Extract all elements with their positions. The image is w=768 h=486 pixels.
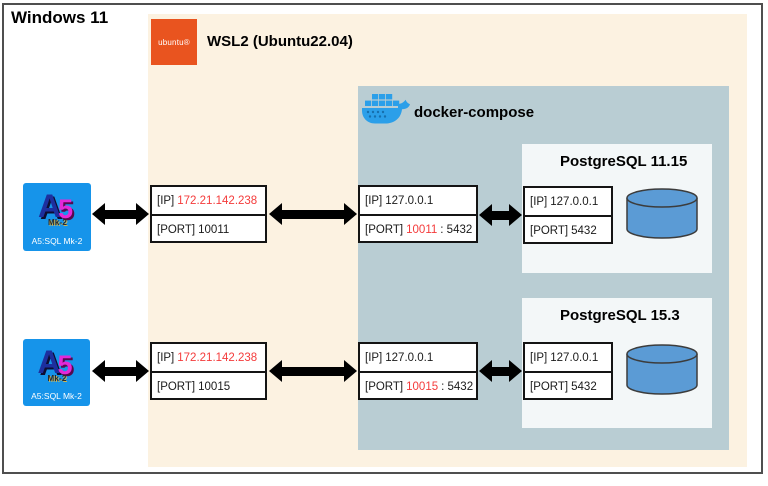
port-cell: [PORT]10015 xyxy=(152,373,265,400)
port-value: 10015 xyxy=(198,380,231,393)
database-cylinder-icon xyxy=(626,188,698,239)
ip-value: 127.0.0.1 xyxy=(550,351,599,364)
database-cylinder-icon xyxy=(626,344,698,395)
ubuntu-logo-text: ubuntu® xyxy=(158,37,190,47)
arrowhead-left xyxy=(479,204,492,226)
a5-logo-letter-a: A xyxy=(37,344,61,380)
arrowhead-left xyxy=(269,360,282,382)
container-port-value: : 5432 xyxy=(440,223,473,236)
arrowhead-right xyxy=(344,360,357,382)
a5sql-logo: A 5 Mk-2 xyxy=(34,344,80,384)
port-value: 5432 xyxy=(571,224,597,237)
a5sql-client-icon: A 5 Mk-2 A5:SQL Mk-2 xyxy=(23,183,91,251)
a5sql-client-icon: A 5 Mk-2 A5:SQL Mk-2 xyxy=(23,339,90,406)
ip-value: 172.21.142.238 xyxy=(177,194,258,207)
ip-label: [IP] xyxy=(530,195,548,208)
port-label: [PORT] xyxy=(530,380,569,393)
ip-label: [IP] xyxy=(530,351,548,364)
a5sql-logo: A 5 Mk-2 xyxy=(34,188,80,228)
ip-label: [IP] xyxy=(157,351,175,364)
ip-value: 172.21.142.238 xyxy=(177,351,258,364)
double-arrow xyxy=(479,204,522,226)
port-label: [PORT] xyxy=(530,224,569,237)
ip-label: [IP] xyxy=(365,194,383,207)
double-arrow xyxy=(269,203,357,225)
double-arrow xyxy=(92,360,149,382)
a5-logo-mk2: Mk-2 xyxy=(48,218,68,227)
wsl2-title: WSL2 (Ubuntu22.04) xyxy=(207,33,353,50)
postgresql-11-endpoint-box: [IP]127.0.0.1 [PORT]5432 xyxy=(523,186,613,244)
arrowhead-right xyxy=(509,204,522,226)
a5-logo-digit-5: 5 xyxy=(58,194,74,224)
port-label: [PORT] xyxy=(157,380,196,393)
arrowhead-left xyxy=(92,360,105,382)
arrowhead-right xyxy=(344,203,357,225)
ip-label: [IP] xyxy=(157,194,175,207)
port-value: 10011 xyxy=(198,223,230,236)
client-endpoint-box-1: [IP]172.21.142.238 [PORT]10011 xyxy=(150,185,267,243)
arrowhead-left xyxy=(92,203,105,225)
port-label: [PORT] xyxy=(365,380,404,393)
ip-label: [IP] xyxy=(365,351,383,364)
ip-cell: [IP]172.21.142.238 xyxy=(152,344,265,373)
ip-cell: [IP]127.0.0.1 xyxy=(360,187,476,216)
port-label: [PORT] xyxy=(365,223,404,236)
ip-value: 127.0.0.1 xyxy=(550,195,599,208)
port-label: [PORT] xyxy=(157,223,196,236)
port-value: 5432 xyxy=(571,380,597,393)
docker-endpoint-box-2: [IP]127.0.0.1 [PORT]10015: 5432 xyxy=(358,342,478,400)
arrowhead-left xyxy=(479,360,492,382)
ip-cell: [IP]127.0.0.1 xyxy=(360,344,476,373)
arrowhead-right xyxy=(136,203,149,225)
a5sql-caption: A5:SQL Mk-2 xyxy=(31,391,82,401)
postgresql-15-title: PostgreSQL 15.3 xyxy=(560,307,680,324)
ubuntu-logo-icon: ubuntu® xyxy=(151,19,197,65)
ip-cell: [IP]172.21.142.238 xyxy=(152,187,265,216)
client-endpoint-box-2: [IP]172.21.142.238 [PORT]10015 xyxy=(150,342,267,400)
docker-compose-title: docker-compose xyxy=(414,104,535,121)
postgresql-15-endpoint-box: [IP]127.0.0.1 [PORT]5432 xyxy=(523,342,613,400)
port-cell: [PORT]10015: 5432 xyxy=(360,373,476,400)
double-arrow xyxy=(92,203,149,225)
ip-value: 127.0.0.1 xyxy=(385,194,434,207)
windows-os-label: Windows 11 xyxy=(11,8,109,27)
a5-logo-digit-5: 5 xyxy=(57,350,73,380)
arrowhead-left xyxy=(269,203,282,225)
a5sql-caption: A5:SQL Mk-2 xyxy=(31,236,83,246)
double-arrow xyxy=(269,360,357,382)
arrowhead-right xyxy=(509,360,522,382)
host-port-value: 10011 xyxy=(406,223,438,236)
port-cell: [PORT]5432 xyxy=(525,373,611,400)
a5-logo-letter-a: A xyxy=(38,188,62,224)
ip-cell: [IP]127.0.0.1 xyxy=(525,188,611,217)
container-port-value: : 5432 xyxy=(441,380,474,393)
ip-cell: [IP]127.0.0.1 xyxy=(525,344,611,373)
docker-endpoint-box-1: [IP]127.0.0.1 [PORT]10011: 5432 xyxy=(358,185,478,243)
port-cell: [PORT]10011 xyxy=(152,216,265,243)
double-arrow xyxy=(479,360,522,382)
docker-whale-icon xyxy=(362,94,410,124)
postgresql-11-title: PostgreSQL 11.15 xyxy=(560,153,688,170)
arrowhead-right xyxy=(136,360,149,382)
port-cell: [PORT]5432 xyxy=(525,217,611,244)
a5-logo-mk2: Mk-2 xyxy=(47,374,67,383)
ip-value: 127.0.0.1 xyxy=(385,351,434,364)
host-port-value: 10015 xyxy=(406,380,439,393)
port-cell: [PORT]10011: 5432 xyxy=(360,216,476,243)
